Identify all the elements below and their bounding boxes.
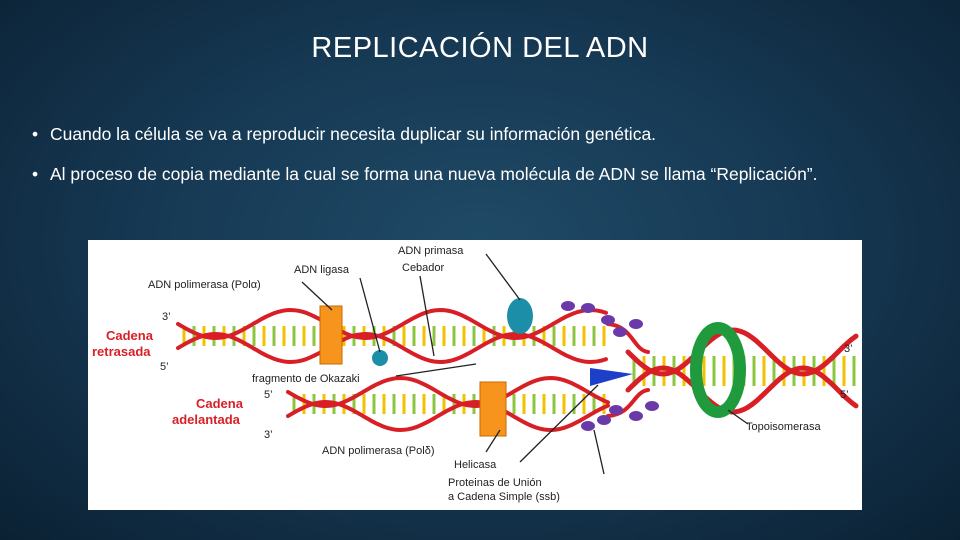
label-5-mid-left: 5’ — [264, 389, 273, 401]
bullet-item: Al proceso de copia mediante la cual se … — [30, 162, 950, 186]
dna-primase-blob — [507, 298, 533, 334]
dna-ligase-block — [319, 305, 343, 365]
bullet-list: Cuando la célula se va a reproducir nece… — [30, 122, 950, 202]
label-polimerasa-top: ADN polimerasa (Polα) — [148, 279, 261, 291]
label-proteinas-2: a Cadena Simple (ssb) — [448, 491, 560, 503]
label-cadena-retrasada-2: retrasada — [92, 344, 151, 359]
dna-strands — [176, 307, 859, 433]
label-3-right: 3’ — [844, 343, 853, 355]
label-polimerasa-bottom: ADN polimerasa (Polδ) — [322, 445, 435, 457]
bullet-item: Cuando la célula se va a reproducir nece… — [30, 122, 950, 146]
parent-strand-a — [625, 327, 859, 377]
label-cadena-retrasada-1: Cadena — [106, 328, 154, 343]
ssb-protein — [629, 319, 643, 329]
ssb-protein — [609, 405, 623, 415]
ssb-protein — [581, 421, 595, 431]
ligase-blue-ball — [372, 350, 388, 366]
slide-title: REPLICACIÓN DEL ADN — [311, 32, 649, 64]
ssb-protein — [645, 401, 659, 411]
ssb-protein — [561, 301, 575, 311]
fork-lower — [606, 388, 650, 418]
ssb-protein — [597, 415, 611, 425]
label-proteinas-1: Proteinas de Unión — [448, 477, 542, 489]
fork-upper — [606, 322, 650, 354]
ssb-protein — [613, 327, 627, 337]
label-fragmento-okazaki: fragmento de Okazaki — [252, 373, 360, 385]
label-5-left: 5’ — [160, 361, 169, 373]
lagging-strand-bottom — [176, 331, 608, 365]
lagging-strand-top — [176, 307, 608, 341]
dna-replication-diagram: ADN primasa Cebador ADN ligasa ADN polim… — [88, 240, 862, 510]
pointer-lines — [301, 253, 749, 475]
label-3-top-left: 3’ — [162, 311, 171, 323]
ssb-protein — [601, 315, 615, 325]
parent-strand-b — [625, 365, 859, 415]
dna-polymerase-delta-block — [479, 381, 507, 437]
label-cadena-adelantada-2: adelantada — [172, 412, 241, 427]
helicase-wedge — [590, 368, 633, 386]
label-cebador: Cebador — [402, 262, 445, 274]
label-cadena-adelantada-1: Cadena — [196, 396, 244, 411]
label-topoisomerasa: Topoisomerasa — [746, 421, 821, 433]
topoisomerase-ring — [690, 322, 746, 418]
leading-strand-bottom — [286, 399, 610, 433]
label-adn-primasa: ADN primasa — [398, 245, 464, 257]
label-3-bottom-left: 3’ — [264, 429, 273, 441]
label-5-right: 5’ — [840, 389, 849, 401]
diagram-svg: ADN primasa Cebador ADN ligasa ADN polim… — [92, 245, 859, 503]
ssb-proteins — [561, 301, 659, 431]
base-pair-rungs — [182, 326, 856, 414]
ssb-protein — [629, 411, 643, 421]
label-helicasa: Helicasa — [454, 459, 497, 471]
label-adn-ligasa: ADN ligasa — [294, 264, 350, 276]
ssb-protein — [581, 303, 595, 313]
